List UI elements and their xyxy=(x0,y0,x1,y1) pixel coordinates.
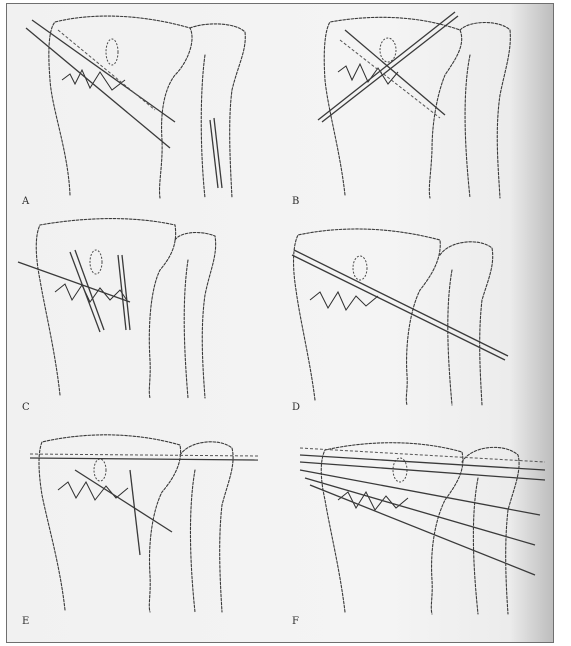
panel-a-scaphoid xyxy=(106,39,118,65)
panel-b-drawing xyxy=(318,12,510,198)
panel-e-scaphoid xyxy=(94,459,106,481)
panel-label-f: F xyxy=(292,616,299,627)
panel-label-b: B xyxy=(292,196,300,207)
panel-f-drawing xyxy=(300,443,545,614)
panel-b-radius xyxy=(324,17,461,198)
panel-c-wire-1 xyxy=(18,262,130,302)
panel-c-wire-2 xyxy=(70,252,100,332)
panel-a-wire-1 xyxy=(32,20,175,122)
panel-e-wire-1 xyxy=(30,458,258,460)
panel-c-radius xyxy=(36,219,175,398)
panel-f-wire-4 xyxy=(305,478,535,545)
panel-f-ulna xyxy=(462,447,519,614)
panel-label-c: C xyxy=(22,402,30,413)
panel-a-ulna xyxy=(190,24,245,198)
panel-label-a: A xyxy=(22,196,30,207)
panel-label-e: E xyxy=(22,616,30,627)
panel-a-drawing xyxy=(26,16,245,198)
panel-d-scaphoid xyxy=(353,256,367,280)
panel-c-drawing xyxy=(18,219,216,398)
panel-e-wire-2 xyxy=(75,470,172,532)
panel-label-d: D xyxy=(292,402,301,413)
panel-c-fracture xyxy=(55,284,128,302)
panel-a-wire-2 xyxy=(26,28,170,148)
panel-b-scaphoid xyxy=(380,38,396,62)
panel-d-fracture xyxy=(310,292,378,310)
panel-d-wire-1 xyxy=(292,255,505,360)
panel-c-scaphoid xyxy=(90,250,102,274)
panel-f-wire-1 xyxy=(300,455,545,470)
panel-c-ulna xyxy=(175,233,216,398)
panel-e-ulna xyxy=(180,442,233,612)
panel-d-drawing xyxy=(292,229,508,405)
panel-e-drawing xyxy=(30,435,258,612)
panel-b-wire-2 xyxy=(345,30,445,115)
panel-f-wire-5 xyxy=(310,485,535,575)
